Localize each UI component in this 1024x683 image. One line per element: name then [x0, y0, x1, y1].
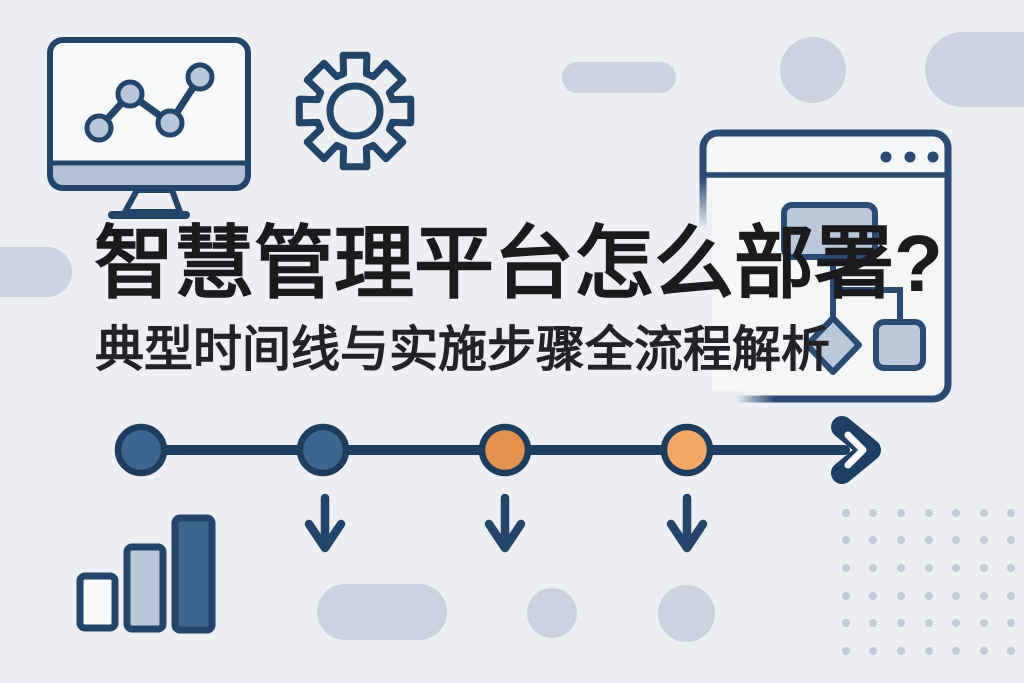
grid-dot [1007, 536, 1016, 545]
grid-dot [952, 508, 961, 517]
grid-dot [979, 508, 988, 517]
grid-dot [869, 591, 878, 600]
decor-pill-top-right [925, 32, 1024, 107]
grid-dot [896, 563, 905, 572]
decor-circle-bottom-1 [527, 588, 577, 638]
grid-dot [952, 591, 961, 600]
grid-dot [979, 536, 988, 545]
bar-small [76, 572, 119, 632]
grid-dot [979, 563, 988, 572]
flowchart-diamond-node [804, 315, 862, 375]
monitor-base [108, 211, 190, 219]
grid-dot [841, 591, 850, 600]
grid-dot [924, 591, 933, 600]
timeline-step-3 [478, 423, 532, 477]
grid-dot [1007, 508, 1016, 517]
bar-large [171, 514, 216, 634]
grid-dot [952, 619, 961, 628]
grid-dot [841, 619, 850, 628]
grid-dot [896, 508, 905, 517]
grid-dot [841, 563, 850, 572]
grid-dot [841, 646, 850, 655]
down-arrow-icon-2 [484, 493, 526, 553]
timeline-arrowhead-inner [844, 431, 867, 469]
grid-dot [924, 563, 933, 572]
line-chart-points [84, 62, 215, 143]
down-arrows [304, 493, 708, 553]
timeline-step-2 [296, 423, 350, 477]
grid-dot [1007, 646, 1016, 655]
flowchart-connectors [830, 255, 903, 326]
timeline [114, 416, 881, 484]
grid-dot [952, 563, 961, 572]
grid-dot [896, 536, 905, 545]
grid-dot [924, 646, 933, 655]
timeline-step-4 [660, 423, 714, 477]
dot-grid [832, 499, 1024, 665]
monitor-line-chart-icon [47, 37, 251, 219]
flowchart-square-node [873, 319, 926, 371]
flowchart-rectangle-node [781, 202, 878, 260]
grid-dot [869, 619, 878, 628]
grid-dot [1007, 563, 1016, 572]
down-arrow-icon-3 [666, 493, 708, 553]
timeline-step-1 [114, 423, 168, 477]
grid-dot [979, 646, 988, 655]
line-chart-line [95, 73, 204, 132]
monitor-stand [122, 187, 183, 215]
grid-dot [869, 508, 878, 517]
grid-dot [896, 646, 905, 655]
grid-dot [841, 508, 850, 517]
monitor-bottom-strip [47, 160, 251, 191]
grid-dot [924, 508, 933, 517]
page-title: 智慧管理平台怎么部署? [94, 219, 943, 308]
grid-dot [896, 591, 905, 600]
gear-icon [295, 51, 415, 171]
grid-dot [952, 536, 961, 545]
grid-dot [924, 536, 933, 545]
decor-pill-top [562, 62, 676, 93]
bar-chart-icon [76, 514, 216, 634]
grid-dot [841, 536, 850, 545]
browser-titlebar-dots [880, 151, 939, 163]
decor-circle-top [780, 37, 846, 103]
browser-window-flowchart-icon [699, 129, 952, 403]
grid-dot [979, 591, 988, 600]
page-subtitle: 典型时间线与实施步骤全流程解析 [95, 323, 831, 377]
grid-dot [952, 646, 961, 655]
decor-circle-bottom-2 [658, 585, 715, 642]
bar-medium [123, 543, 167, 633]
grid-dot [924, 619, 933, 628]
grid-dot [869, 563, 878, 572]
grid-dot [1007, 591, 1016, 600]
grid-dot [979, 619, 988, 628]
grid-dot [1007, 619, 1016, 628]
grid-dot [896, 619, 905, 628]
grid-dot [869, 646, 878, 655]
decor-pill-bottom [317, 584, 447, 640]
decor-pill-left [0, 247, 72, 297]
down-arrow-icon-1 [304, 493, 346, 553]
grid-dot [869, 536, 878, 545]
